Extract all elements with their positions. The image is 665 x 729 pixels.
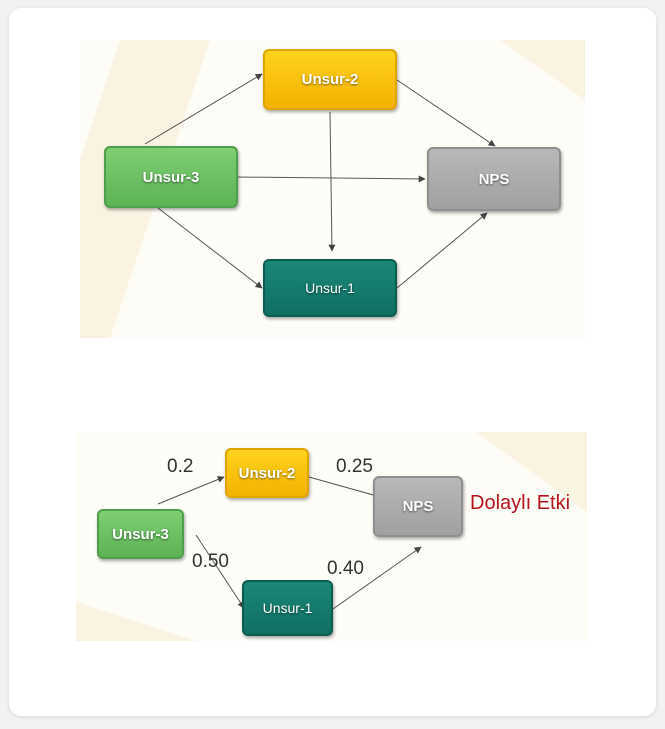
node-label: Unsur-3 [112, 525, 169, 543]
node-unsur-1-bottom: Unsur-1 [242, 580, 333, 636]
node-nps-bottom: NPS [373, 476, 463, 537]
node-unsur-2: Unsur-2 [263, 49, 397, 110]
node-label: Unsur-3 [142, 168, 200, 186]
coefficient-unsur3-unsur2: 0.2 [167, 456, 194, 477]
node-label: Unsur-1 [262, 600, 313, 616]
coefficient-unsur1-nps: 0.40 [327, 558, 364, 579]
node-label: Unsur-1 [305, 280, 355, 296]
node-unsur-1: Unsur-1 [263, 259, 397, 317]
node-unsur-2-bottom: Unsur-2 [225, 448, 309, 498]
node-label: Unsur-2 [301, 71, 359, 88]
node-nps: NPS [427, 147, 561, 211]
node-label: Unsur-2 [238, 464, 296, 482]
watermark-background [76, 432, 587, 641]
coefficient-unsur2-nps: 0.25 [336, 456, 373, 477]
node-unsur-3-bottom: Unsur-3 [97, 509, 184, 559]
indirect-effect-label: Dolaylı Etki [470, 492, 571, 514]
node-label: NPS [478, 170, 510, 188]
node-unsur-3: Unsur-3 [104, 146, 238, 208]
coefficient-unsur3-unsur1: 0.50 [192, 551, 229, 572]
node-label: NPS [402, 498, 434, 515]
